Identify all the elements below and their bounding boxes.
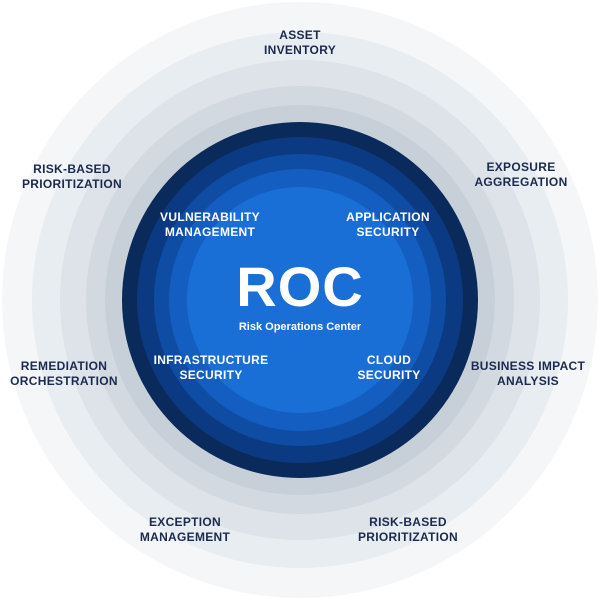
label-line: CLOUD [366, 353, 412, 367]
label-business-impact-analysis: BUSINESS IMPACT ANALYSIS [438, 359, 600, 389]
label-line: RISK-BASED [33, 162, 111, 176]
label-exposure-aggregation: EXPOSURE AGGREGATION [431, 160, 600, 190]
center-title: ROC [236, 255, 364, 318]
label-line: BUSINESS IMPACT [470, 359, 586, 373]
label-line: INFRASTRUCTURE [153, 353, 269, 367]
label-risk-based-prioritization-bottom: RISK-BASED PRIORITIZATION [318, 515, 498, 545]
label-line: ORCHESTRATION [10, 374, 118, 388]
label-line: APPLICATION [346, 210, 430, 224]
label-line: AGGREGATION [474, 175, 568, 189]
label-line: EXPOSURE [486, 160, 556, 174]
label-line: ASSET [279, 28, 321, 42]
label-line: RISK-BASED [369, 515, 447, 529]
label-line: PRIORITIZATION [358, 530, 458, 544]
label-line: PRIORITIZATION [22, 177, 122, 191]
label-line: VULNERABILITY [160, 210, 260, 224]
center-subtitle: Risk Operations Center [238, 321, 362, 333]
label-line: MANAGEMENT [139, 530, 231, 544]
label-vulnerability-management: VULNERABILITY MANAGEMENT [130, 210, 290, 240]
core-circle [187, 187, 413, 413]
label-line: ANALYSIS [497, 374, 559, 388]
label-application-security: APPLICATION SECURITY [308, 210, 468, 240]
label-asset-inventory: ASSET INVENTORY [210, 28, 390, 58]
label-line: INVENTORY [263, 43, 337, 57]
label-cloud-security: CLOUD SECURITY [309, 353, 469, 383]
label-infrastructure-security: INFRASTRUCTURE SECURITY [131, 353, 291, 383]
label-remediation-orchestration: REMEDIATION ORCHESTRATION [0, 359, 154, 389]
label-exception-management: EXCEPTION MANAGEMENT [95, 515, 275, 545]
label-line: SECURITY [357, 368, 421, 382]
label-risk-based-prioritization-top: RISK-BASED PRIORITIZATION [0, 162, 162, 192]
label-line: SECURITY [356, 225, 420, 239]
label-line: SECURITY [179, 368, 243, 382]
label-line: MANAGEMENT [164, 225, 256, 239]
label-line: EXCEPTION [148, 515, 222, 529]
label-line: REMEDIATION [20, 359, 108, 373]
